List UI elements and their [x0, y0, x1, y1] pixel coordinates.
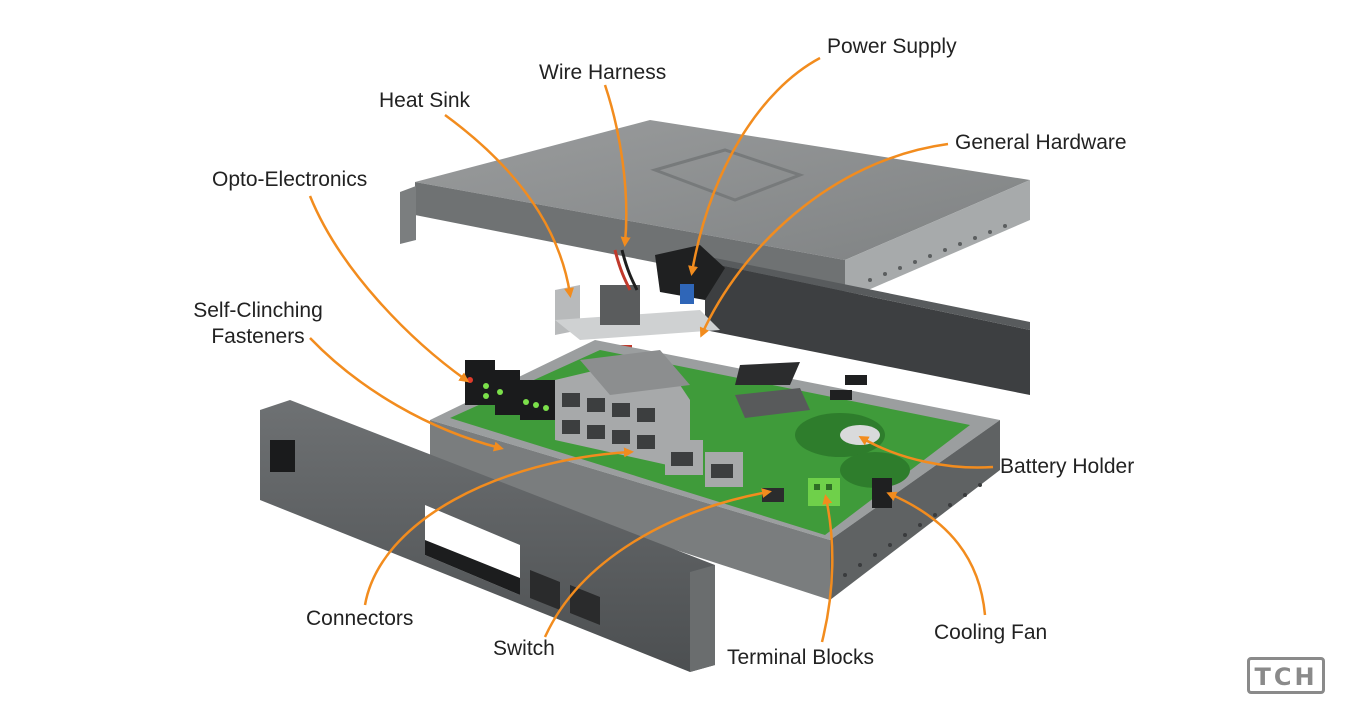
leader-lines [308, 56, 994, 643]
label-cooling-fan: Cooling Fan [934, 621, 1048, 644]
front-bezel [260, 400, 715, 672]
leader-general-hardware [699, 142, 949, 338]
leader-heat-sink [444, 113, 575, 298]
leader-power-supply [688, 56, 821, 276]
leader-connectors [363, 447, 634, 606]
tch-logo-text: TCH [1254, 663, 1318, 691]
label-battery-holder: Battery Holder [1000, 455, 1135, 478]
leader-cooling-fan [886, 491, 987, 616]
label-opto-electronics: Opto-Electronics [212, 168, 368, 191]
label-self-clinching-line1: Self-Clinching [193, 299, 323, 322]
opto-electronics-leds [465, 360, 555, 420]
terminal-block [808, 478, 840, 506]
leader-terminal-blocks [820, 494, 834, 643]
label-general-hardware: General Hardware [955, 131, 1127, 154]
leader-self-clinching [309, 337, 504, 452]
leader-wire-harness [603, 84, 631, 247]
rj45-connector-block [555, 350, 743, 487]
switch-component [762, 488, 784, 502]
leader-battery-holder [858, 435, 994, 469]
label-connectors: Connectors [306, 607, 414, 630]
tch-logo: TCH [1247, 657, 1325, 694]
label-heat-sink: Heat Sink [379, 89, 471, 112]
label-self-clinching-line2: Fasteners [211, 325, 305, 348]
leader-opto-electronics [308, 195, 470, 383]
label-wire-harness: Wire Harness [539, 61, 667, 84]
label-power-supply: Power Supply [827, 35, 957, 58]
label-terminal-blocks: Terminal Blocks [727, 646, 875, 669]
rear-panel [705, 258, 1030, 395]
label-self-clinching-fasteners: Self-Clinching Fasteners [190, 298, 326, 350]
leader-switch [543, 488, 772, 638]
label-switch: Switch [493, 637, 555, 660]
cooling-fan [872, 478, 892, 508]
